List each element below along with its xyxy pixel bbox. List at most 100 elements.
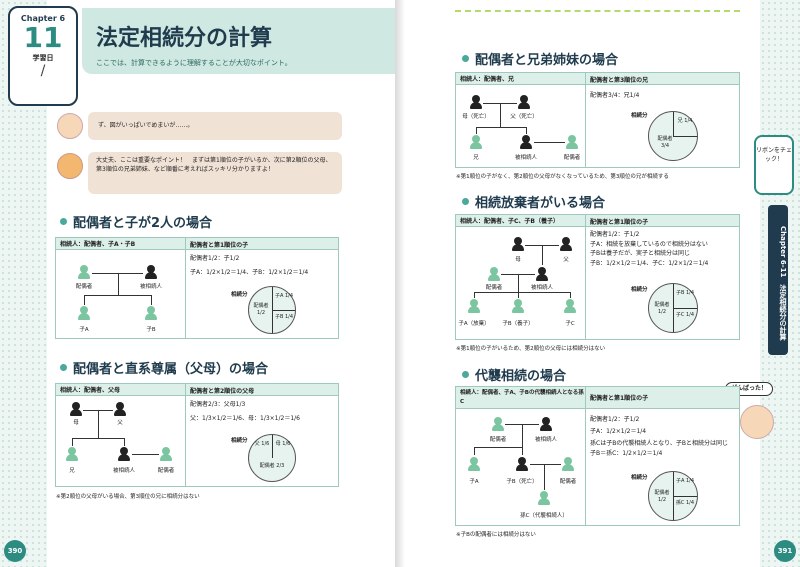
pie-divider <box>673 136 697 137</box>
table-header-rank: 配偶者と第1順位の子 <box>585 214 648 227</box>
connector <box>518 274 519 292</box>
pie-seg: 配偶者 1/2 <box>654 490 670 503</box>
study-date-label: 学習日 <box>32 54 54 62</box>
person-icon <box>468 457 480 471</box>
share-pie: 配偶者 1/2 子A 1/4 孫C 1/4 <box>648 471 698 521</box>
connector <box>522 447 523 455</box>
chapter-badge: Chapter 6 11 学習日 / <box>8 6 78 106</box>
connector <box>151 295 152 305</box>
section-title-text: 配偶者と直系尊属（父母）の場合 <box>73 362 269 377</box>
section-title-5: 代襲相続の場合 <box>462 365 566 384</box>
person-icon <box>512 299 524 313</box>
calc-line: 配偶者1/2：子1/2 <box>590 416 640 423</box>
calc-line: 父：1/3×1/2＝1/6、母：1/3×1/2＝1/6 <box>190 415 300 422</box>
person-label: 兄 <box>473 155 479 161</box>
pie-seg: 配偶者 3/4 <box>657 136 673 149</box>
person-icon <box>516 457 528 471</box>
share-pie: 配偶者 3/4 兄 1/4 <box>648 111 698 161</box>
person-label: 父（死亡） <box>510 114 538 120</box>
person-icon <box>66 447 78 461</box>
person-label: 被相続人 <box>514 155 538 161</box>
page-title: 法定相続分の計算 <box>96 26 273 51</box>
connector <box>92 273 143 274</box>
study-date-field[interactable]: / <box>40 63 46 79</box>
person-label: 孫C（代襲相続人） <box>520 513 568 519</box>
person-label: 被相続人 <box>112 468 136 474</box>
person-icon <box>468 299 480 313</box>
person-label: 子A <box>79 327 89 333</box>
person-label: 兄 <box>69 468 75 474</box>
person-label: 配偶者 <box>489 437 507 443</box>
person-icon <box>145 306 157 320</box>
connector <box>84 295 151 296</box>
pie-label: 相続分 <box>231 438 248 444</box>
share-pie: 配偶者 2/3 父 1/6 母 1/6 <box>248 434 296 482</box>
calc-line: 孫Cは子Bの代襲相続人となり、子Bと相続分は同じ <box>590 440 729 447</box>
section-title-4: 相続放棄者がいる場合 <box>462 192 605 211</box>
connector <box>72 438 73 446</box>
title-band: 法定相続分の計算 ここでは、計算できるように理解することが大切なポイント。 <box>82 8 395 74</box>
divider <box>585 85 586 167</box>
divider <box>185 250 186 338</box>
person-label: 子A（放棄） <box>458 321 490 327</box>
speech-bubble-2: 大丈夫、ここは重要なポイント！ まずは第1順位の子がいるか、次に第2順位の父母、… <box>88 152 342 194</box>
person-icon <box>118 447 130 461</box>
connector <box>474 292 570 293</box>
pie-seg: 子B 1/4 <box>675 290 695 296</box>
person-label: 子A <box>469 479 479 485</box>
pie-divider <box>272 310 295 311</box>
person-label: 父 <box>563 257 569 263</box>
calc-line: 子B＝孫C：1/2×1/2＝1/4 <box>590 450 663 457</box>
pie-seg: 子C 1/4 <box>675 312 695 318</box>
calc-line: 配偶者1/2：子1/2 <box>190 255 240 262</box>
person-icon <box>492 417 504 431</box>
pie-label: 相続分 <box>631 475 648 481</box>
person-label: 配偶者 <box>75 284 93 290</box>
pie-seg: 子B 1/4 <box>274 314 294 320</box>
table-header-rank: 配偶者と第1順位の子 <box>585 386 648 409</box>
person-label: 配偶者 <box>563 155 581 161</box>
page-number: 391 <box>774 540 796 562</box>
speech-text-2: 大丈夫、ここは重要なポイント！ まずは第1順位の子がいるか、次に第2順位の父母、… <box>96 157 332 173</box>
section-title-text: 配偶者と兄弟姉妹の場合 <box>475 53 619 68</box>
footnote: ※第1順位の子がいるため、第2順位の父母には相続分はない <box>456 346 606 352</box>
pie-seg: 母 1/6 <box>275 441 291 447</box>
chapter-label: Chapter 6 <box>20 14 66 23</box>
footnote: ※子Bの配偶者には相続分はない <box>456 532 536 538</box>
character-avatar-1 <box>57 113 83 139</box>
person-icon <box>518 95 530 109</box>
section-title-text: 配偶者と子が2人の場合 <box>73 216 213 231</box>
side-tab-title: 法定相続分の計算 <box>779 284 787 341</box>
connector <box>518 292 519 298</box>
person-label: 子B <box>146 327 156 333</box>
connector <box>72 438 124 439</box>
connector <box>476 127 477 134</box>
calc-line: 配偶者2/3：父母1/3 <box>190 401 246 408</box>
connector <box>476 127 526 128</box>
chapter-number: 11 <box>23 21 63 54</box>
chapter-side-tab: Chapter 6-11 法定相続分の計算 <box>768 205 788 355</box>
connector <box>474 292 475 298</box>
connector <box>132 454 159 455</box>
table-header-heirs: 相続人：配偶者、子C、子B（養子） <box>460 218 559 225</box>
table-2: 相続人：配偶者、父母配偶者と第2順位の父母 母 父 兄 被相続人 配偶者 配偶者… <box>55 383 339 487</box>
calc-line: 子Bは養子だが、実子と相続分は同じ <box>590 250 690 257</box>
calc-line: 子A：1/2×1/2＝1/4 <box>590 428 647 435</box>
person-icon <box>566 135 578 149</box>
connector <box>124 438 125 446</box>
pie-seg: 孫C 1/4 <box>675 500 695 506</box>
speech-text-1: ず、図がいっぱいでめまいが……。 <box>98 122 194 129</box>
person-label: 配偶者 <box>485 285 503 291</box>
pie-label: 相続分 <box>631 287 648 293</box>
connector <box>474 447 522 448</box>
pie-seg: 兄 1/4 <box>677 118 693 124</box>
table-4: 相続人：配偶者、子C、子B（養子）配偶者と第1順位の子 母 父 配偶者 被相続人… <box>455 214 740 340</box>
person-label: 子C <box>565 321 575 327</box>
person-icon <box>145 265 157 279</box>
person-label: 母 <box>73 420 79 426</box>
connector <box>530 464 561 465</box>
ribbon-text: リボンをチェック！ <box>756 147 793 163</box>
page-number: 390 <box>4 540 26 562</box>
connector <box>474 447 475 455</box>
